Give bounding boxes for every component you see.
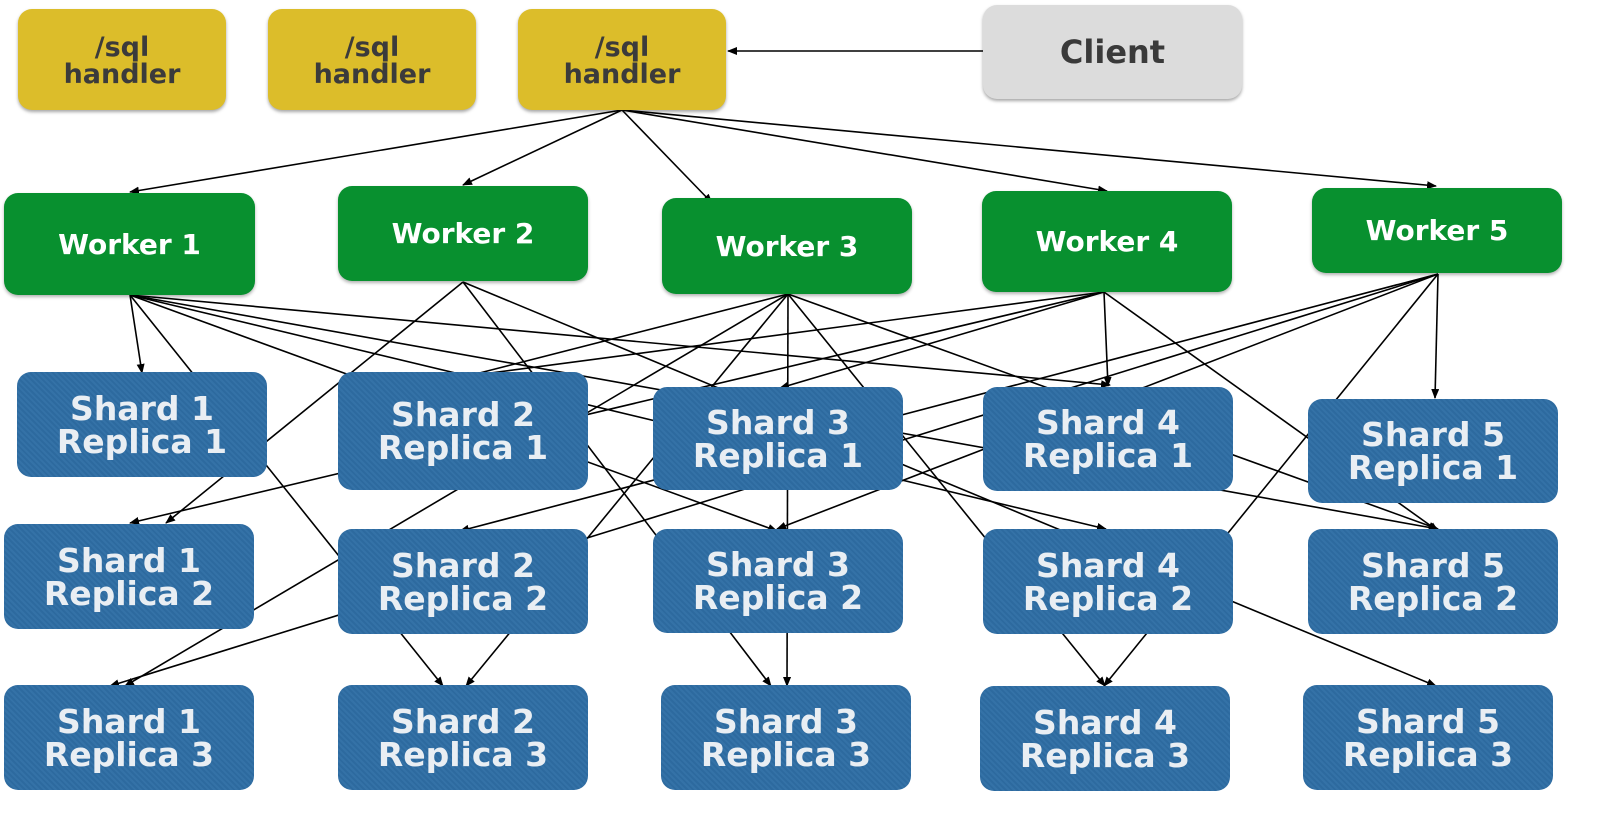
sql-handler-3: /sql handler	[518, 9, 726, 110]
shard-3-replica-1: Shard 3 Replica 1	[653, 387, 903, 490]
shard-1-replica-2: Shard 1 Replica 2	[4, 524, 254, 629]
handler-path: /sql	[94, 31, 150, 63]
shard-label: Shard 5	[1361, 545, 1505, 585]
sql-handler-1: /sql handler	[18, 9, 226, 110]
shard-2-replica-1: Shard 2 Replica 1	[338, 372, 588, 490]
handler-path: /sql	[594, 31, 650, 63]
arrow-w4-s4r1	[1103, 291, 1112, 387]
shard-label: Shard 3	[706, 545, 850, 584]
shard-label: Shard 4	[1033, 702, 1177, 742]
sql-handler-2: /sql handler	[268, 9, 476, 110]
worker-4: Worker 4	[982, 191, 1232, 292]
handler-label: handler	[313, 58, 431, 90]
replica-label: Replica 3	[377, 734, 549, 774]
shard-label: Shard 5	[1361, 415, 1505, 454]
shard-5-replica-2: Shard 5 Replica 2	[1308, 529, 1558, 634]
worker-2: Worker 2	[338, 186, 588, 281]
handler-label: handler	[63, 58, 181, 90]
worker-3: Worker 3	[662, 198, 912, 294]
shard-label: Shard 2	[391, 395, 535, 434]
worker-label: Worker 2	[391, 217, 535, 250]
shard-label: Shard 2	[391, 545, 535, 585]
replica-label: Replica 2	[1347, 578, 1519, 618]
arrow-handler-to-worker-3	[621, 109, 713, 204]
replica-label: Replica 1	[1022, 436, 1194, 475]
arrow-w1-s4r2	[129, 294, 1107, 531]
replica-label: Replica 2	[1022, 578, 1194, 618]
worker-label: Worker 5	[1365, 214, 1509, 247]
client-box: Client	[983, 5, 1242, 99]
worker-5: Worker 5	[1312, 188, 1562, 273]
replica-label: Replica 3	[1019, 735, 1191, 775]
replica-label: Replica 1	[1347, 448, 1519, 487]
shard-label: Shard 3	[706, 402, 850, 442]
shard-2-replica-3: Shard 2 Replica 3	[338, 685, 588, 790]
arrow-w4-s2r1	[459, 291, 1105, 380]
replica-label: Replica 2	[692, 578, 864, 617]
replica-label: Replica 3	[700, 734, 872, 774]
shard-label: Shard 3	[714, 701, 858, 741]
replica-label: Replica 1	[692, 435, 864, 475]
shard-1-replica-1: Shard 1 Replica 1	[17, 372, 267, 477]
replica-label: Replica 1	[377, 428, 549, 467]
arrow-w4-s3r1	[779, 291, 1105, 390]
shard-label: Shard 4	[1036, 403, 1180, 442]
worker-label: Worker 4	[1035, 225, 1179, 258]
shard-4-replica-2: Shard 4 Replica 2	[983, 529, 1233, 634]
shard-label: Shard 1	[57, 701, 201, 741]
shard-label: Shard 5	[1356, 701, 1500, 741]
arrow-handler-to-worker-5	[621, 109, 1437, 190]
arrow-w5-s2r2	[459, 273, 1439, 533]
shard-1-replica-3: Shard 1 Replica 3	[4, 685, 254, 790]
shard-label: Shard 2	[391, 701, 535, 741]
replica-label: Replica 1	[56, 421, 228, 461]
replica-label: Replica 3	[43, 734, 215, 774]
arrow-handler-to-worker-4	[621, 109, 1108, 194]
replica-label: Replica 2	[377, 578, 549, 618]
arrow-w4-s1r2	[129, 291, 1105, 525]
shard-5-replica-1: Shard 5 Replica 1	[1308, 399, 1558, 503]
arrow-w2-s5r3	[462, 281, 1437, 687]
arrow-w1-s4r1	[129, 294, 1111, 389]
replica-label: Replica 2	[43, 573, 215, 613]
worker-1: Worker 1	[4, 193, 255, 295]
client-label: Client	[1059, 33, 1166, 71]
arrow-w3-s2r1	[459, 293, 789, 380]
arrow-handler-to-worker-2	[462, 109, 623, 186]
shard-3-replica-2: Shard 3 Replica 2	[653, 529, 903, 633]
shard-label: Shard 4	[1036, 545, 1180, 585]
arrow-w5-s5r1	[1431, 273, 1440, 399]
handler-path: /sql	[344, 31, 400, 63]
worker-label: Worker 3	[715, 229, 859, 263]
shard-4-replica-3: Shard 4 Replica 3	[980, 686, 1230, 791]
shard-5-replica-3: Shard 5 Replica 3	[1303, 685, 1553, 790]
shard-3-replica-3: Shard 3 Replica 3	[661, 685, 911, 790]
arrow-w1-s1r1	[129, 294, 145, 374]
arrow-handler-to-worker-1	[129, 109, 623, 195]
shard-2-replica-2: Shard 2 Replica 2	[338, 529, 588, 634]
worker-label: Worker 1	[58, 227, 201, 261]
shard-label: Shard 1	[57, 540, 201, 580]
shard-4-replica-1: Shard 4 Replica 1	[983, 387, 1233, 491]
replica-label: Replica 3	[1342, 734, 1514, 774]
handler-label: handler	[563, 58, 681, 90]
shard-label: Shard 1	[70, 388, 214, 428]
